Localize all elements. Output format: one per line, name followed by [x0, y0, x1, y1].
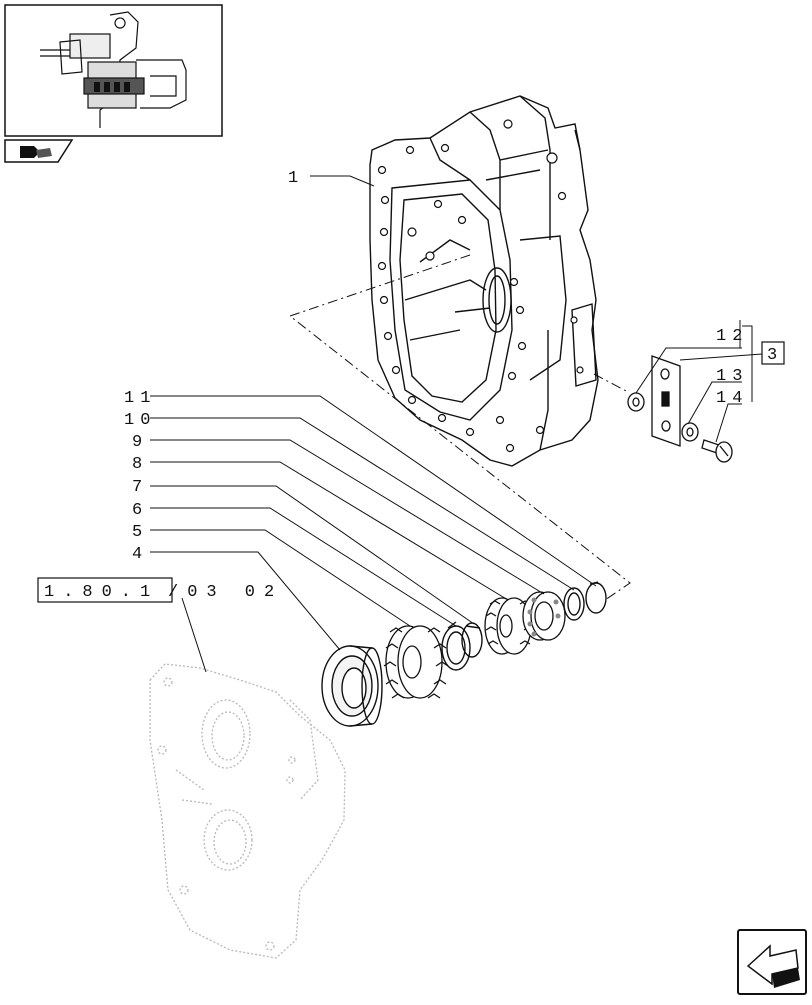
- callout-13: 13: [716, 367, 748, 386]
- tractor-nav-icon[interactable]: [4, 139, 74, 163]
- callout-leader-lines: [150, 175, 763, 673]
- reference-suffix-label: /03 02: [168, 583, 283, 602]
- reference-housing-ghost: [149, 663, 346, 959]
- cover-plate-part-3: [651, 355, 681, 447]
- callout-5: 5: [132, 523, 148, 542]
- washer-part-13: [681, 422, 699, 442]
- callout-6: 6: [132, 501, 148, 520]
- callout-9: 9: [132, 433, 148, 452]
- reference-box-label: 1.80.1: [44, 583, 159, 602]
- reference-link[interactable]: 1.80.1 /03 02: [37, 577, 283, 603]
- transmission-housing: [369, 95, 599, 467]
- seal-ring-part-4: [321, 645, 383, 727]
- gear-part-5: [383, 625, 449, 699]
- callout-7: 7: [132, 478, 148, 497]
- ring-part-10: [563, 587, 585, 621]
- navigation-arrow-icon[interactable]: [737, 929, 807, 995]
- callout-10: 10: [124, 411, 156, 430]
- assembly-axis-lines: [288, 254, 631, 601]
- callout-4: 4: [132, 545, 148, 564]
- housing-bolt-holes: [377, 119, 584, 453]
- snap-ring-part-11: [585, 581, 607, 614]
- assembly-thumbnail-icon[interactable]: [4, 4, 223, 137]
- snap-ring-part-6: [441, 621, 471, 671]
- gear-part-8: [484, 597, 535, 655]
- callout-1: 1: [288, 169, 304, 188]
- boxed-callout-3-label: 3: [767, 346, 783, 365]
- boxed-callout-3[interactable]: 3: [761, 341, 785, 365]
- callout-12: 12: [716, 327, 748, 346]
- callout-14: 14: [716, 389, 748, 408]
- callout-11: 11: [124, 389, 156, 408]
- washer-part-12: [627, 392, 645, 412]
- bearing-part-9: [522, 591, 566, 641]
- screw-part-14: [701, 439, 733, 463]
- ring-part-7: [461, 622, 483, 658]
- callout-8: 8: [132, 455, 148, 474]
- callout-labels: 1 11 10 9 8 7 6 5 4 12 13 14: [124, 169, 748, 564]
